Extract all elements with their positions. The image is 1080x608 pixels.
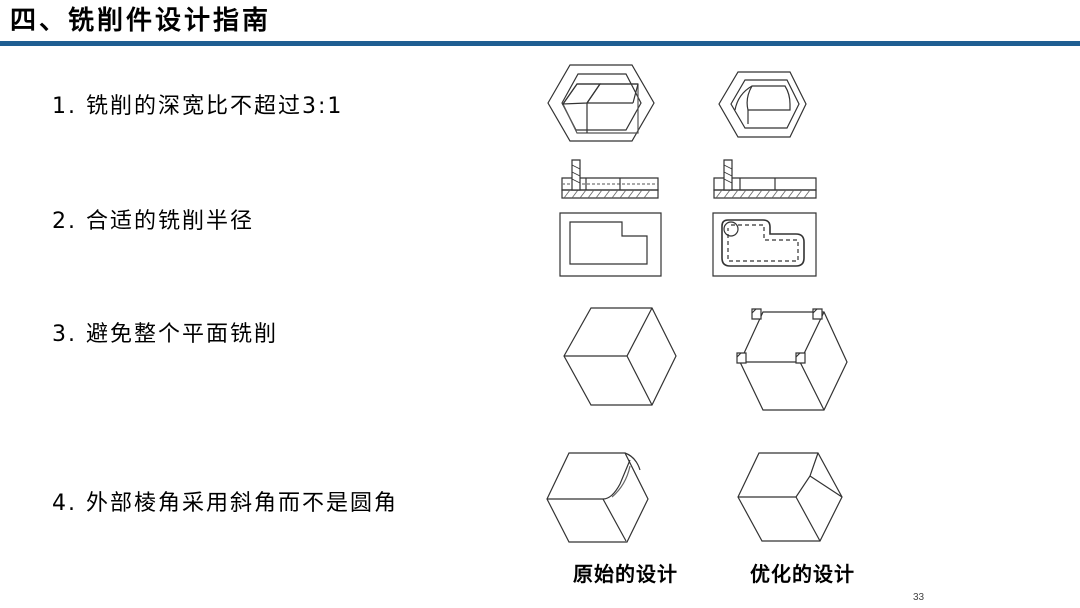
flatface-optimized-illustration: [737, 309, 847, 410]
radius-original-illustration: [560, 160, 661, 276]
flatface-original-illustration: [564, 308, 676, 405]
caption-original-design: 原始的设计: [573, 562, 678, 586]
pocket-original-illustration: [548, 65, 654, 141]
corner-optimized-illustration: [738, 453, 842, 541]
slide-title: 四、铣削件设计指南: [10, 6, 272, 36]
title-underline: [0, 41, 1080, 46]
guideline-3: 3. 避免整个平面铣削: [52, 322, 278, 347]
guideline-1: 1. 铣削的深宽比不超过3:1: [52, 94, 344, 119]
corner-original-illustration: [547, 453, 648, 542]
guideline-2: 2. 合适的铣削半径: [52, 209, 254, 234]
pocket-optimized-illustration: [719, 72, 806, 137]
radius-optimized-illustration: [713, 160, 816, 276]
guideline-4: 4. 外部棱角采用斜角而不是圆角: [52, 491, 398, 516]
caption-optimized-design: 优化的设计: [750, 562, 855, 586]
page-number: 33: [913, 592, 925, 603]
